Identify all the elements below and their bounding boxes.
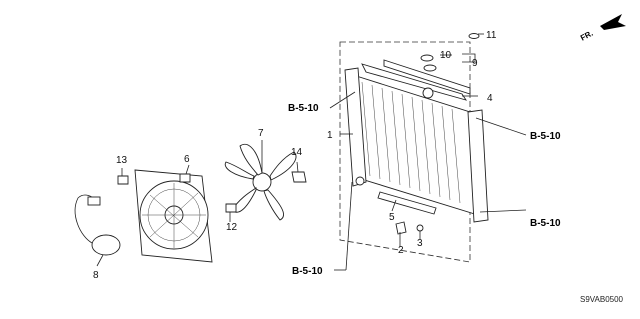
callout-2: 2 bbox=[398, 245, 404, 256]
leader-lines bbox=[96, 33, 527, 271]
diagram-code: S9VAB0500 bbox=[580, 295, 624, 304]
callout-10: 10 bbox=[440, 50, 452, 61]
radiator-cap bbox=[420, 54, 434, 62]
callout-3: 3 bbox=[417, 238, 423, 249]
callout-13: 13 bbox=[116, 155, 128, 166]
radiator bbox=[344, 63, 489, 223]
callout-9: 9 bbox=[472, 58, 478, 69]
callout-6: 6 bbox=[184, 154, 190, 165]
callout-4: 4 bbox=[487, 93, 493, 104]
front-direction-label: FR. bbox=[579, 29, 595, 43]
callout-14: 14 bbox=[291, 147, 303, 158]
reference-bottom: B-5-10 bbox=[292, 266, 323, 277]
upper-seal bbox=[383, 59, 471, 95]
callout-11: 11 bbox=[486, 30, 497, 41]
lower-bracket bbox=[377, 191, 437, 215]
fan-shroud bbox=[134, 169, 213, 263]
reference-right-upper: B-5-10 bbox=[530, 131, 561, 142]
bolt-6 bbox=[179, 173, 191, 183]
assembly-boundary bbox=[339, 41, 471, 263]
bolt-12 bbox=[225, 203, 237, 213]
callout-1: 1 bbox=[327, 130, 333, 141]
drain-bolt bbox=[395, 221, 407, 235]
fan-motor bbox=[74, 194, 121, 256]
fan-blade bbox=[224, 144, 297, 221]
nut-14 bbox=[291, 171, 307, 183]
arrow-icon bbox=[600, 14, 626, 30]
drain-washer bbox=[416, 224, 424, 232]
callout-5: 5 bbox=[389, 212, 395, 223]
front-direction-arrow: FR. bbox=[579, 14, 626, 43]
cap-washer bbox=[423, 64, 437, 72]
callout-12: 12 bbox=[226, 222, 238, 233]
cap-seal bbox=[468, 33, 480, 39]
reference-right-lower: B-5-10 bbox=[530, 218, 561, 229]
bolt-13 bbox=[117, 175, 129, 185]
callout-7: 7 bbox=[258, 128, 264, 139]
callout-8: 8 bbox=[93, 270, 99, 281]
reference-upper-left: B-5-10 bbox=[288, 103, 319, 114]
